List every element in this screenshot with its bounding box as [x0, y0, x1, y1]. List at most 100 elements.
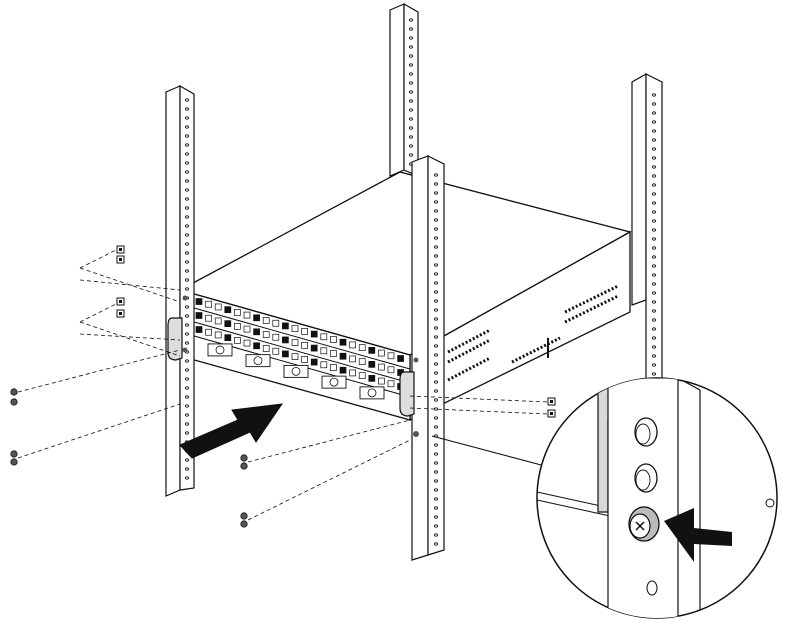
power-supply — [359, 386, 385, 400]
port-block — [205, 314, 212, 322]
port-block — [253, 314, 260, 322]
rail-holes — [634, 417, 658, 596]
rack-rail-hole — [184, 395, 189, 399]
rack-rail-hole — [184, 332, 189, 336]
rack-rail-hole — [184, 413, 189, 417]
rack-rail-hole — [184, 215, 189, 219]
rack-rail-hole — [408, 18, 413, 22]
rack-rail-hole — [433, 335, 438, 339]
rack-screws — [10, 388, 248, 528]
rack-rail-hole — [408, 36, 413, 40]
rack-rail-hole — [433, 236, 438, 240]
rack-rail-hole-inner — [635, 469, 651, 491]
rack-rail-hole — [184, 206, 189, 210]
rack-rail-hole — [184, 314, 189, 318]
alignment-guide — [79, 333, 181, 341]
rack-rail-front-left — [165, 84, 195, 497]
rack-rail-hole — [433, 344, 438, 348]
rack-rail-hole — [433, 362, 438, 366]
port-block — [195, 326, 203, 333]
rack-rail-front-right — [411, 155, 445, 561]
rack-rail-hole — [184, 377, 189, 381]
port-block — [368, 347, 376, 354]
power-supply-row — [207, 343, 385, 400]
rack-rail-hole — [184, 179, 189, 183]
rack-rail-hole — [408, 27, 413, 31]
port-block — [291, 353, 299, 361]
rack-rail-hole — [408, 63, 413, 67]
rack-rail-hole — [433, 497, 438, 501]
rack-rail-hole — [652, 354, 657, 358]
rack-rail-hole — [433, 290, 438, 294]
port-block — [349, 341, 356, 349]
rack-rail-hole — [652, 228, 657, 232]
port-block — [205, 328, 212, 336]
mounting-ear-right — [399, 357, 419, 437]
rack-rail-hole — [184, 260, 189, 264]
alignment-guide — [79, 279, 181, 291]
callout-leader — [431, 435, 561, 471]
rack-rail-hole — [408, 144, 413, 148]
rack-rail-back-left — [389, 2, 419, 177]
rack-rail-hole — [652, 192, 657, 196]
rack-rail-hole — [433, 308, 438, 312]
port-block — [378, 377, 385, 385]
rack-rail-hole — [652, 291, 657, 295]
rack-rail-hole — [652, 129, 657, 133]
port-block — [339, 338, 347, 346]
rack-rail-hole — [184, 98, 189, 102]
rack-rail-hole — [184, 134, 189, 138]
chassis — [178, 171, 632, 422]
rack-rail-hole — [652, 300, 657, 304]
rack-rail-hole — [652, 282, 657, 286]
rack-rail-hole — [184, 170, 189, 174]
rack-rail-hole — [184, 197, 189, 201]
port-block — [378, 363, 385, 371]
rack-rail-hole — [184, 287, 189, 291]
port-block — [282, 336, 289, 344]
port-block — [330, 336, 337, 343]
rack-screw — [10, 458, 18, 466]
rack-rail-hole — [184, 422, 189, 426]
power-supply-fan — [253, 356, 263, 366]
rack-rail-hole — [652, 255, 657, 259]
cage-nut-center — [119, 258, 122, 261]
port-block — [397, 355, 404, 362]
rack-rail-hole — [433, 425, 438, 429]
rack-rail-hole — [408, 54, 413, 58]
rack-rail-hole — [184, 224, 189, 228]
rack-rail-hole — [433, 443, 438, 447]
port-block — [387, 352, 395, 360]
rack-rail-hole — [652, 273, 657, 277]
port-block — [214, 331, 222, 339]
port-block — [234, 337, 241, 344]
cage-nut-center — [550, 400, 553, 403]
rack-rail-hole — [433, 371, 438, 375]
rack-rail-hole — [408, 117, 413, 121]
port-block — [368, 375, 376, 382]
rack-screw — [240, 512, 248, 520]
port-block — [262, 345, 270, 352]
rack-rail-hole — [408, 99, 413, 103]
rack-rail-hole — [184, 188, 189, 192]
port-block — [387, 366, 395, 374]
rack-rail-hole — [184, 386, 189, 390]
rack-rail-hole — [652, 111, 657, 115]
rack-rail-hole — [433, 245, 438, 249]
port-block — [243, 311, 251, 319]
port-block — [195, 312, 203, 319]
rack-rail-hole — [652, 345, 657, 349]
rack-rail-hole — [433, 272, 438, 276]
port-block — [378, 349, 385, 357]
rack-rail-hole — [433, 173, 438, 177]
cage-nuts — [116, 245, 556, 418]
power-supply — [207, 343, 233, 357]
port-block — [330, 350, 337, 357]
rack-rail-hole — [433, 515, 438, 519]
port-block — [349, 369, 356, 377]
rack-rail-hole — [433, 452, 438, 456]
port-block — [262, 317, 270, 324]
rack-rail-hole — [184, 269, 189, 273]
rack-rail-hole — [184, 467, 189, 471]
